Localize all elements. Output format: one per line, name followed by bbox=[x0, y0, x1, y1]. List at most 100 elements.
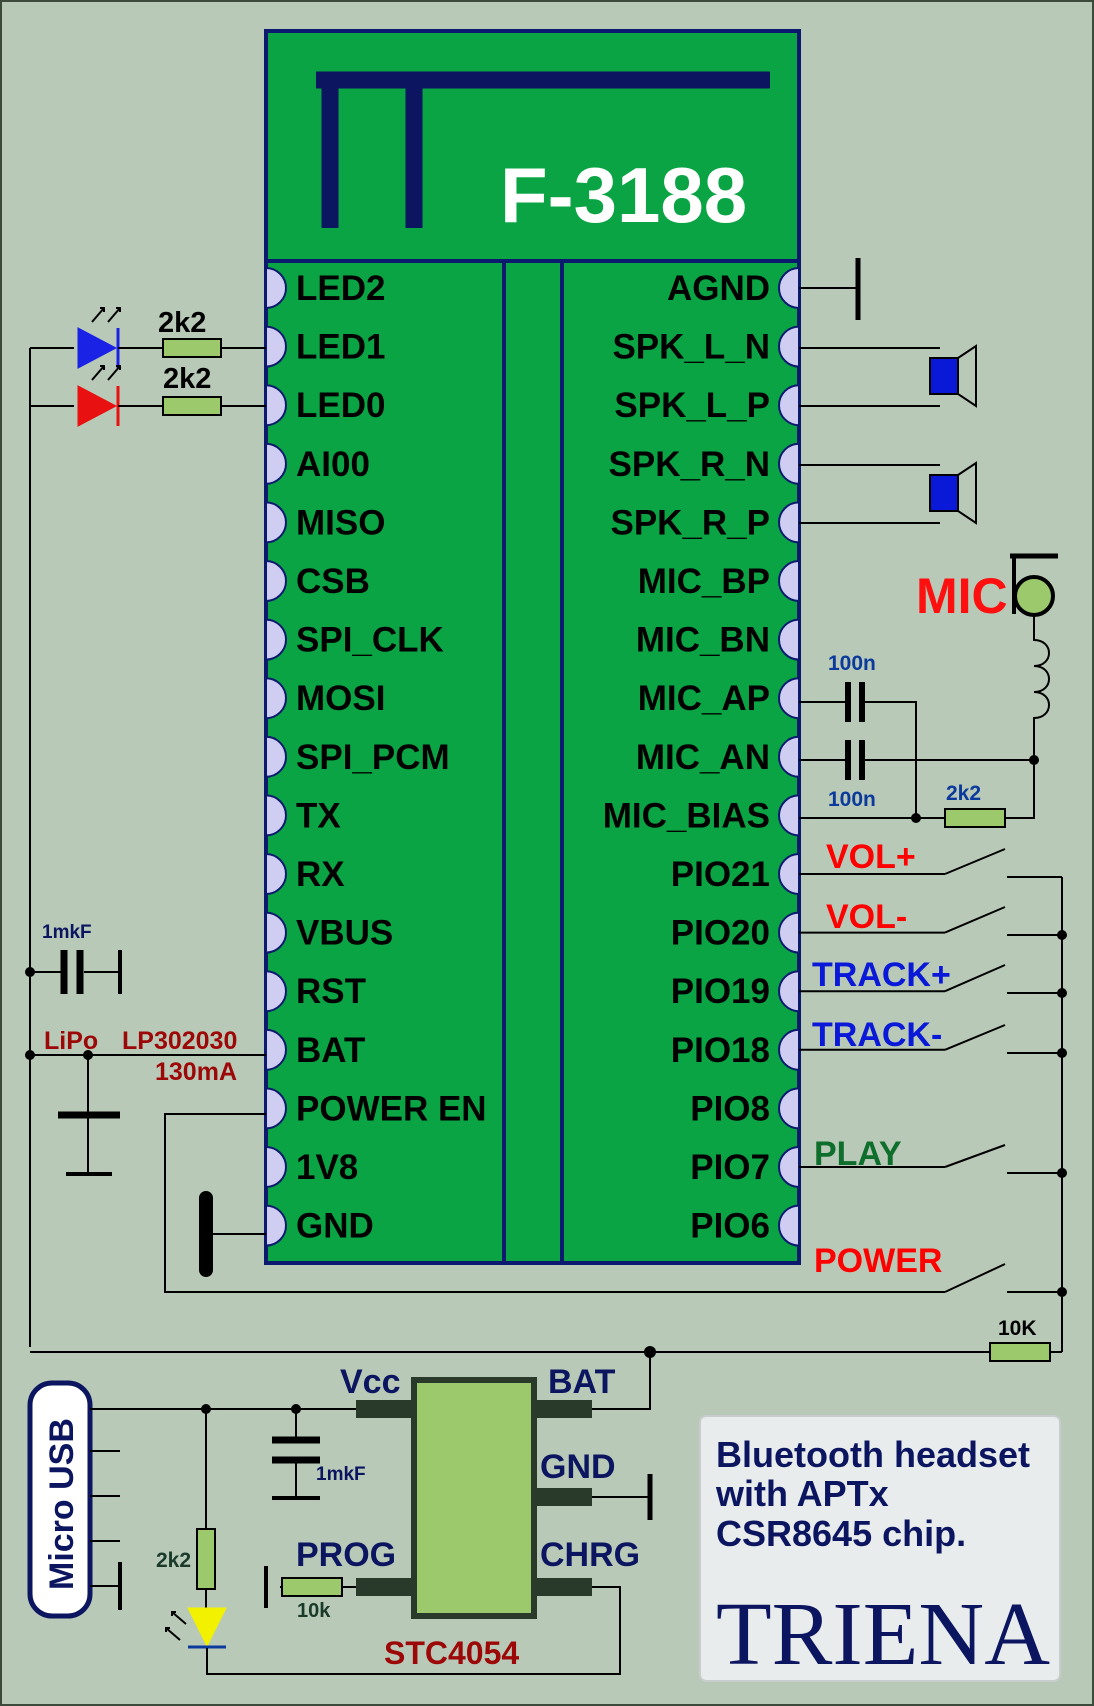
pin-pad-icon bbox=[265, 1145, 287, 1189]
mic-cap1-value: 100n bbox=[828, 652, 876, 675]
pin-pad-icon bbox=[778, 1087, 800, 1130]
switch-label: TRACK- bbox=[812, 1016, 942, 1054]
mic-inductor-icon bbox=[1033, 616, 1050, 760]
right-pin: PIO21 bbox=[671, 852, 800, 896]
caption-box: Bluetooth headset with APTx CSR8645 chip… bbox=[699, 1415, 1061, 1684]
right-pin-label: MIC_BP bbox=[638, 562, 770, 601]
right-pin-label: SPK_L_P bbox=[614, 386, 770, 425]
pin-pad-icon bbox=[778, 1145, 800, 1189]
right-pin: SPK_R_N bbox=[609, 442, 800, 485]
red-led-emission-icon bbox=[91, 365, 121, 381]
pin-pad-icon bbox=[265, 266, 287, 310]
right-pin: PIO19 bbox=[671, 970, 800, 1013]
antenna-trace-icon bbox=[316, 71, 770, 228]
left-pin-label: GND bbox=[296, 1207, 374, 1246]
switch-track[interactable]: TRACK+ bbox=[799, 956, 1006, 994]
right-pin-label: PIO6 bbox=[690, 1207, 770, 1246]
switch-vol[interactable]: VOL+ bbox=[799, 838, 1006, 876]
left-pin: LED1 bbox=[265, 325, 385, 368]
yellow-led-icon bbox=[187, 1607, 227, 1648]
led1-resistor-value: 2k2 bbox=[158, 307, 206, 339]
pin-pad-icon bbox=[265, 852, 287, 896]
switch-power[interactable]: POWER bbox=[814, 1242, 1006, 1293]
vbus-cap-value: 1mkF bbox=[42, 922, 92, 943]
micro-usb-label: Micro USB bbox=[43, 1418, 81, 1590]
pin-pad-icon bbox=[778, 442, 800, 485]
charger-ic-body bbox=[411, 1377, 537, 1619]
mic-cap2-value: 100n bbox=[828, 788, 876, 811]
switch-lever-icon bbox=[944, 848, 1006, 875]
left-pin-label: SPI_CLK bbox=[296, 621, 444, 660]
pin-pad-icon bbox=[265, 970, 287, 1013]
pin-pad-icon bbox=[265, 677, 287, 720]
prog-resistor bbox=[281, 1577, 343, 1597]
caption-line-1: Bluetooth headset bbox=[716, 1434, 1030, 1475]
left-pin: RST bbox=[265, 970, 366, 1013]
mic-bias-resistor-value: 2k2 bbox=[946, 782, 981, 805]
pin-pad-icon bbox=[778, 852, 800, 896]
right-pin-label: MIC_BIAS bbox=[603, 796, 770, 835]
switch-track[interactable]: TRACK- bbox=[799, 1016, 1006, 1054]
right-pin-label: PIO7 bbox=[690, 1148, 770, 1187]
left-pin: RX bbox=[265, 852, 345, 896]
charger-pin-gnd: GND bbox=[540, 1448, 616, 1486]
blue-led-emission-icon bbox=[91, 307, 121, 323]
led1-resistor bbox=[162, 338, 222, 358]
mic-section: MIC 100n 100n 2k2 bbox=[799, 553, 1058, 828]
left-pin-label: VBUS bbox=[296, 914, 393, 953]
right-pin-label: PIO19 bbox=[671, 972, 770, 1011]
micro-usb-connector[interactable] bbox=[27, 1380, 93, 1619]
left-pin-label: SPI_PCM bbox=[296, 738, 450, 777]
left-pin-label: POWER EN bbox=[296, 1089, 487, 1128]
switch-label: VOL+ bbox=[826, 838, 916, 876]
chip-name: F-3188 bbox=[500, 151, 747, 239]
switch-play[interactable]: PLAY bbox=[799, 1135, 1006, 1173]
pin-pad-icon bbox=[265, 501, 287, 544]
right-pin-label: SPK_L_N bbox=[612, 328, 770, 367]
left-pin: MOSI bbox=[265, 677, 385, 720]
switch-lever-icon bbox=[944, 906, 1006, 934]
triena-logo: TRIENA bbox=[716, 1585, 1050, 1684]
pin-pad-icon bbox=[265, 1087, 287, 1130]
right-pin: PIO20 bbox=[671, 911, 800, 954]
left-pin: CSB bbox=[265, 559, 370, 603]
switch-label: PLAY bbox=[814, 1135, 902, 1173]
switch-vol[interactable]: VOL- bbox=[799, 898, 1006, 936]
chip-body bbox=[264, 259, 801, 1265]
left-pin: 1V8 bbox=[265, 1145, 358, 1189]
left-pin: VBUS bbox=[265, 911, 393, 954]
switch-label: TRACK+ bbox=[812, 956, 951, 994]
blue-led-icon bbox=[77, 327, 118, 369]
right-pin-label: SPK_R_P bbox=[610, 503, 770, 542]
pin-pad-icon bbox=[778, 1028, 800, 1071]
switch-lever-icon bbox=[944, 1144, 1006, 1168]
switch-lever-icon bbox=[944, 1024, 1006, 1051]
pin-pad-icon bbox=[778, 794, 800, 837]
right-pin: SPK_R_P bbox=[610, 501, 800, 544]
switch-lever-icon bbox=[944, 964, 1006, 993]
pullup-resistor bbox=[989, 1342, 1051, 1362]
pin-pad-icon bbox=[265, 442, 287, 485]
right-pin: MIC_BP bbox=[638, 559, 800, 603]
pin-pad-icon bbox=[778, 325, 800, 368]
switch-label: VOL- bbox=[826, 898, 907, 936]
pin-pad-icon bbox=[265, 1204, 287, 1247]
left-pin: POWER EN bbox=[265, 1087, 487, 1130]
pullup-section: 10K bbox=[30, 1317, 1062, 1410]
right-pin-label: AGND bbox=[667, 269, 770, 308]
right-pin-label: MIC_AP bbox=[638, 679, 770, 718]
pullup-resistor-value: 10K bbox=[998, 1317, 1037, 1340]
right-pin: MIC_AP bbox=[638, 677, 800, 720]
left-pin: GND bbox=[265, 1204, 374, 1247]
left-pin: SPI_CLK bbox=[265, 618, 444, 661]
pin-pad-icon bbox=[778, 677, 800, 720]
charger-pin-bat: BAT bbox=[548, 1363, 616, 1401]
left-pin-label: LED1 bbox=[296, 328, 385, 367]
mic-label: MIC bbox=[916, 568, 1008, 624]
right-pin: PIO6 bbox=[690, 1204, 800, 1247]
pin-pad-icon bbox=[778, 618, 800, 661]
right-speaker-icon bbox=[929, 474, 959, 512]
caption-background bbox=[699, 1415, 1061, 1682]
button-switches: VOL+ VOL- TRACK+ TRACK- PLAY POWER bbox=[799, 838, 1067, 1352]
